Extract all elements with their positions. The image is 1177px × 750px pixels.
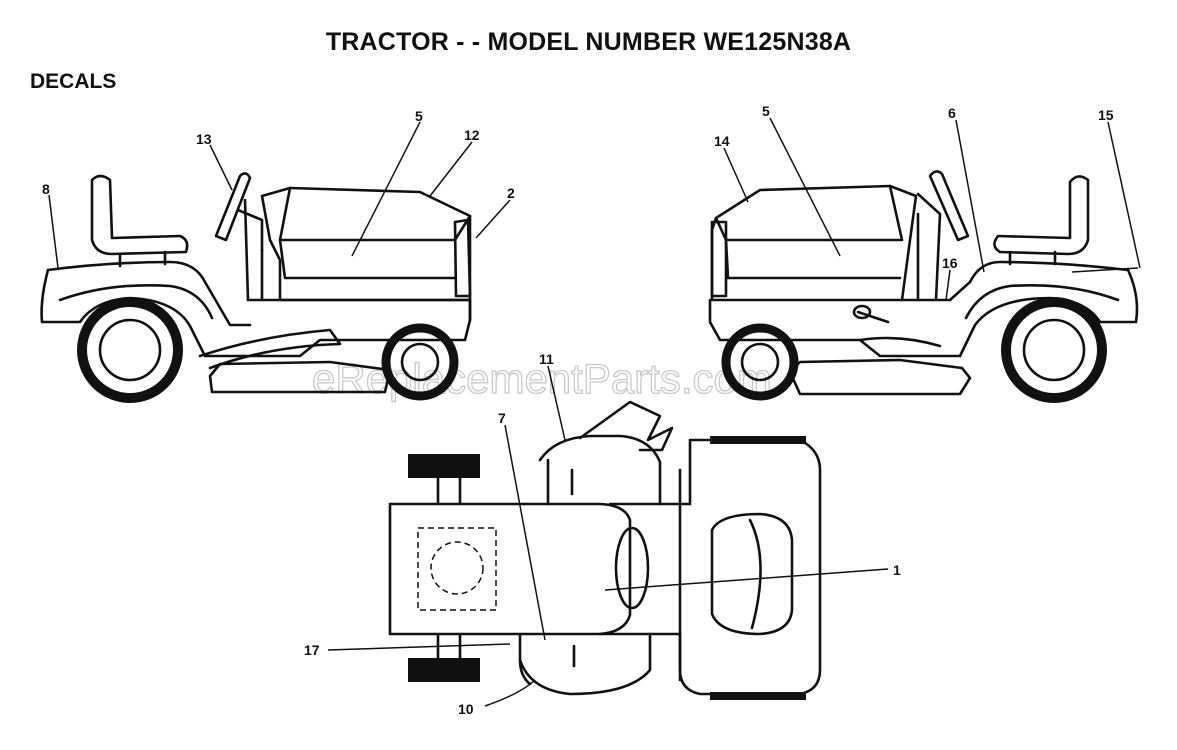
- callout-14: 14: [714, 133, 730, 149]
- leader-lines: [48, 117, 1141, 707]
- callout-2: 2: [507, 185, 515, 201]
- callout-11: 11: [539, 351, 554, 367]
- callout-17: 17: [304, 642, 320, 658]
- callout-labels: 8 13 5 12 2 14 5 6 15 16 11 7 1 17 10: [42, 103, 1114, 717]
- callout-1: 1: [893, 562, 901, 578]
- callout-13: 13: [196, 131, 212, 147]
- section-heading: DECALS: [30, 70, 117, 93]
- callout-15: 15: [1098, 107, 1114, 123]
- tractor-left-view: [40, 172, 472, 403]
- callout-7: 7: [498, 410, 506, 426]
- callout-5-right: 5: [762, 103, 770, 119]
- callout-6: 6: [948, 105, 956, 121]
- callout-8: 8: [42, 181, 50, 197]
- callout-12: 12: [464, 127, 480, 143]
- callout-16: 16: [942, 255, 958, 271]
- callout-5-left: 5: [415, 108, 423, 124]
- page-title: TRACTOR - - MODEL NUMBER WE125N38A: [325, 28, 852, 56]
- callout-10: 10: [458, 701, 474, 717]
- tractor-right-view: [708, 170, 1139, 403]
- tractor-top-view: [388, 400, 822, 700]
